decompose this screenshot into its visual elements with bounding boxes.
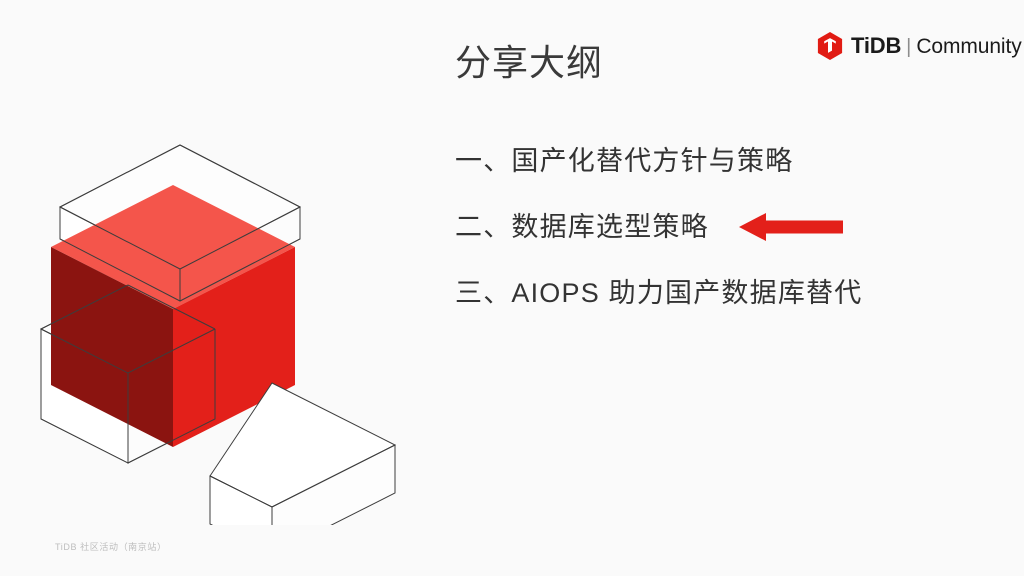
page-title: 分享大纲	[455, 42, 604, 83]
brand-name: TiDB	[851, 33, 902, 58]
brand-separator: |	[906, 36, 912, 58]
outline-item-2: 二、数据库选型策略	[455, 194, 975, 260]
wireframe-overlay-left	[40, 284, 216, 464]
tidb-hexagon-icon	[817, 32, 843, 60]
tidb-community-logo: TiDB | Community	[816, 31, 1022, 61]
outline-item-3: 三、AIOPS 助力国产数据库替代	[455, 260, 975, 326]
wireframe-slab-bottom-right	[209, 382, 397, 525]
outline-item-2-label: 二、数据库选型策略	[455, 211, 709, 242]
brand-wordmark: TiDB | Community	[851, 33, 1022, 58]
wireframe-overlay-top	[59, 144, 301, 302]
outline-list: 一、国产化替代方针与策略 二、数据库选型策略 三、AIOPS 助力国产数据库替代	[455, 128, 975, 326]
outline-item-1: 一、国产化替代方针与策略	[455, 128, 975, 194]
outline-item-3-label: 三、AIOPS 助力国产数据库替代	[455, 277, 863, 308]
isometric-cube-illustration	[10, 135, 410, 525]
footer-note: TiDB 社区活动（南京站）	[55, 542, 167, 552]
outline-item-1-label: 一、国产化替代方针与策略	[455, 145, 794, 176]
left-arrow-icon	[738, 213, 843, 241]
brand-suffix: Community	[916, 35, 1022, 58]
